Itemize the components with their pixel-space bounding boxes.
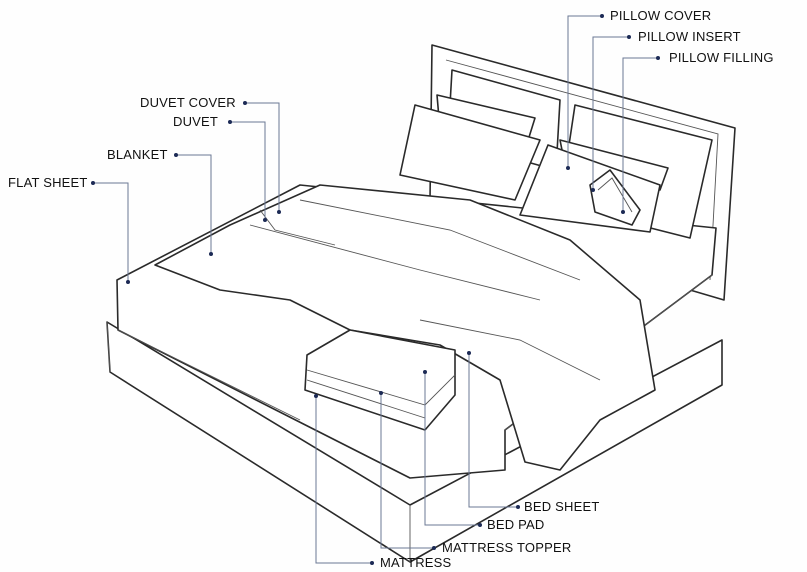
bed-base bbox=[106, 321, 723, 563]
label-bed-sheet: BED SHEET bbox=[524, 499, 600, 514]
label-pillow-filling: PILLOW FILLING bbox=[669, 50, 774, 65]
label-mattress: MATTRESS bbox=[380, 555, 452, 570]
label-bed-pad: BED PAD bbox=[487, 517, 545, 532]
duvet-shape bbox=[154, 184, 656, 471]
leader-lines bbox=[91, 14, 660, 565]
label-blanket: BLANKET bbox=[107, 147, 168, 162]
label-flat-sheet: FLAT SHEET bbox=[8, 175, 88, 190]
front-pillows bbox=[399, 94, 669, 233]
label-mattress-topper: MATTRESS TOPPER bbox=[442, 540, 572, 555]
label-pillow-cover: PILLOW COVER bbox=[610, 8, 712, 23]
label-duvet-cover: DUVET COVER bbox=[140, 95, 236, 110]
label-pillow-insert: PILLOW INSERT bbox=[638, 29, 741, 44]
label-duvet: DUVET bbox=[173, 114, 219, 129]
